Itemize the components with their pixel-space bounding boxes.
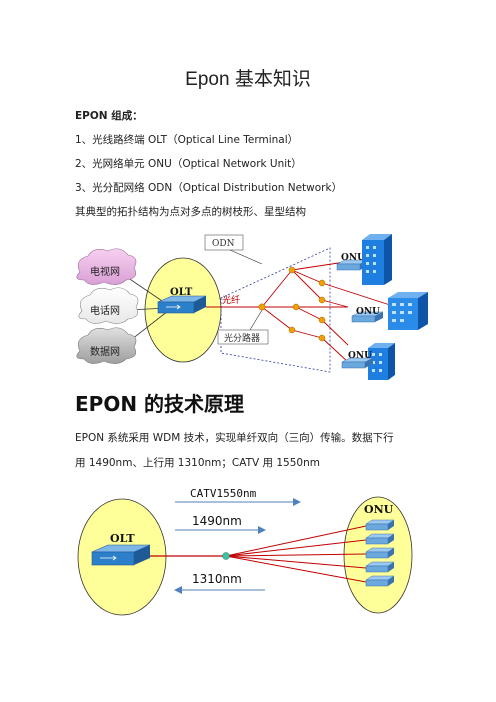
splitter-node <box>318 334 326 342</box>
onu-label: ONU <box>364 503 394 516</box>
downstream-label: 1490nm <box>192 514 242 528</box>
splitter-node <box>288 266 296 274</box>
service-phone-label: 电话网 <box>90 304 120 317</box>
onu-switch-icon <box>365 547 395 559</box>
upstream-label: 1310nm <box>192 572 242 586</box>
page-title: Epon 基本知识 <box>185 69 311 90</box>
splitter-node <box>318 316 326 324</box>
service-tv-label: 电视网 <box>90 265 120 278</box>
onu-switch-icon <box>341 357 374 369</box>
onu-switch-icon <box>351 311 384 323</box>
pon-topology-diagram: 电视网 电话网 数据网 OLT ODN 光纤 光分路器 <box>76 234 428 380</box>
odn-label: ODN <box>212 239 235 249</box>
building-icon <box>362 234 392 285</box>
catv-label: CATV1550nm <box>190 487 257 500</box>
composition-heading: EPON 组成： <box>75 110 143 122</box>
onu-switch-icon <box>365 575 395 587</box>
onu-switch-icon <box>365 533 395 545</box>
building-icon <box>368 343 395 380</box>
splitter-node <box>258 303 266 311</box>
onu-switch-icon <box>365 519 395 531</box>
paragraph-line: 用 1490nm、上行用 1310nm；CATV 用 1550nm <box>75 457 320 469</box>
onu-label: ONU <box>356 307 380 317</box>
section-heading: EPON 的技术原理 <box>75 392 245 416</box>
cloud-data-network <box>76 327 137 364</box>
list-item: 2、光网络单元 ONU（Optical Network Unit） <box>75 158 302 170</box>
topology-sentence: 其典型的拓扑结构为点对多点的树枝形、星型结构 <box>75 206 306 218</box>
onu-label: ONU <box>341 253 365 263</box>
wdm-diagram: OLT ONU CATV1550nm 1490nm 1310nm <box>77 487 413 616</box>
splitter-label: 光分路器 <box>224 332 260 344</box>
service-data-label: 数据网 <box>90 345 120 358</box>
paragraph-line: EPON 系统采用 WDM 技术，实现单纤双向（三向）传输。数据下行 <box>75 432 394 444</box>
list-item: 1、光线路终端 OLT（Optical Line Terminal） <box>75 134 299 146</box>
splitter-node <box>288 326 296 334</box>
list-item: 3、光分配网络 ODN（Optical Distribution Network… <box>75 182 343 194</box>
splitter-node <box>318 296 326 304</box>
fiber-label: 光纤 <box>222 294 240 306</box>
olt-label: OLT <box>170 287 193 298</box>
olt-switch-icon <box>91 544 151 566</box>
cloud-tv-network <box>76 248 137 285</box>
splitter-node <box>292 303 300 311</box>
onu-switch-icon <box>365 561 395 573</box>
olt-switch-icon <box>157 295 207 314</box>
onu-label: ONU <box>348 351 372 361</box>
splitter-node <box>222 552 230 560</box>
building-icon <box>388 292 428 330</box>
olt-label: OLT <box>110 532 135 545</box>
cloud-phone-network <box>78 287 139 324</box>
splitter-node <box>318 279 326 287</box>
